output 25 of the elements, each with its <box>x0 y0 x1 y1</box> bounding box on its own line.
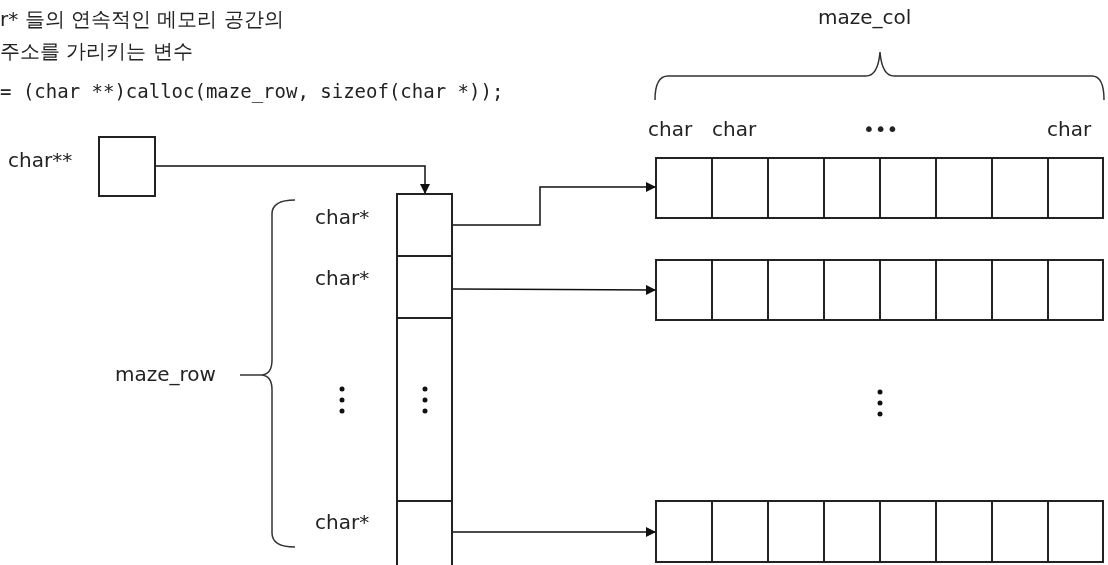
array-bar <box>655 500 1104 563</box>
arrow <box>452 527 656 537</box>
note-text: 주소를 가리키는 변수 <box>0 41 193 61</box>
ellipsis-text: ••• <box>863 119 899 139</box>
note-text: r* 들의 연속적인 메모리 공간의 <box>0 9 284 29</box>
arrow <box>155 165 430 194</box>
type-label: char** <box>8 150 73 170</box>
array-bar <box>655 157 1104 219</box>
type-label: char* <box>315 512 370 532</box>
arrow <box>452 284 656 295</box>
array-cell <box>396 193 453 257</box>
type-label: char <box>1047 119 1092 139</box>
pointer-box <box>98 136 156 197</box>
array-cell <box>396 255 453 319</box>
type-label: char* <box>315 207 370 227</box>
dimension-label: maze_row <box>115 364 216 384</box>
code-line: = (char **)calloc(maze_row, sizeof(char *)); <box>0 82 504 101</box>
arrow <box>452 182 656 226</box>
type-label: char* <box>315 268 370 288</box>
dimension-label: maze_col <box>818 7 912 27</box>
type-label: char <box>712 119 757 139</box>
type-label: char <box>648 119 693 139</box>
array-bar <box>655 259 1104 321</box>
array-cell <box>396 500 453 565</box>
array-cell <box>396 317 453 502</box>
